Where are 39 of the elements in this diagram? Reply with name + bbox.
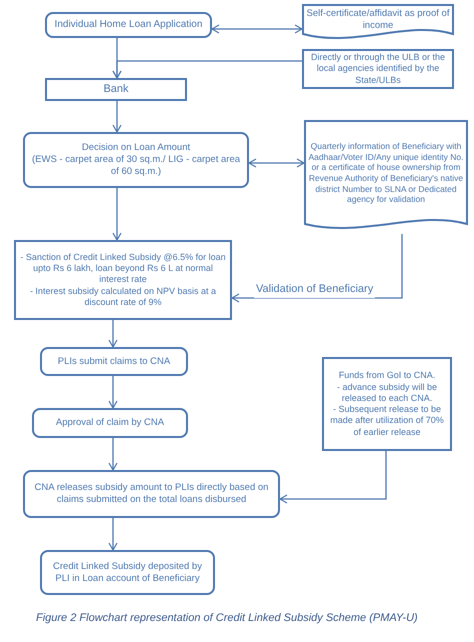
- node-text: - Sanction of Credit Linked Subsidy @6.5% for loan upto Rs 6 lakh, loan beyond Rs 6 L at normal interest rate: [20, 252, 226, 286]
- node-text: Funds from GoI to CNA.: [338, 370, 436, 382]
- edge-label: Validation of Beneficiary: [254, 281, 376, 298]
- arrow: [279, 451, 387, 504]
- node-text: Approval of claim by CNA: [56, 417, 164, 429]
- node-text: - advance subsidy will be released to each CNA.: [336, 382, 438, 404]
- node-text: (EWS - carpet area of 30 sq.m./ LIG - carpet area of 60 sq.m.): [30, 154, 242, 178]
- node-text: Directly or through the ULB or the local agencies identified by the State/ULBs: [310, 52, 446, 86]
- process-box: [40, 347, 188, 376]
- node-text: PLIs submit claims to CNA: [58, 356, 170, 368]
- process-box: [32, 408, 188, 438]
- node-text: Self-certificate/affidavit as proof of income: [306, 8, 450, 32]
- process-box: [23, 470, 280, 518]
- node-text: Bank: [103, 82, 129, 96]
- arrow: [231, 234, 403, 303]
- node-text: Individual Home Loan Application: [54, 18, 202, 32]
- node-text: Decision on Loan Amount: [82, 142, 190, 154]
- process-box: [14, 240, 232, 320]
- process-box: [23, 132, 249, 188]
- arrow: [112, 60, 302, 79]
- figure-caption: Figure 2 Flowchart representation of Credit Linked Subsidy Scheme (PMAY-U): [36, 611, 418, 626]
- process-box: [322, 357, 452, 451]
- node-text: CNA releases subsidy amount to PLIs directly based on claims submitted on the total loans disbursed: [34, 482, 270, 506]
- process-box: [45, 12, 212, 38]
- arrow: [211, 24, 303, 34]
- node-text: Credit Linked Subsidy deposited by PLI in Loan account of Beneficiary: [52, 560, 203, 584]
- arrow: [112, 101, 122, 133]
- process-box: [45, 78, 187, 101]
- node-text: - Interest subsidy calculated on NPV basis at a discount rate of 9%: [28, 286, 218, 308]
- arrow: [108, 320, 118, 348]
- arrow: [112, 188, 122, 241]
- arrow: [248, 158, 305, 168]
- process-box: [40, 550, 215, 595]
- process-box: [302, 49, 454, 89]
- arrow: [108, 438, 118, 471]
- node-text: Quarterly information of Beneficiary with Aadhaar/Voter ID/Any unique identity No. or a certificate of house ownership from Revenue Authority of Beneficiary's native district Number to SLNA or Dedicated agency for validation: [308, 141, 464, 205]
- arrow: [108, 376, 118, 409]
- node-text: - Subsequent release to be made after utilization of 70% of earlier release: [329, 404, 445, 438]
- arrow: [108, 518, 118, 551]
